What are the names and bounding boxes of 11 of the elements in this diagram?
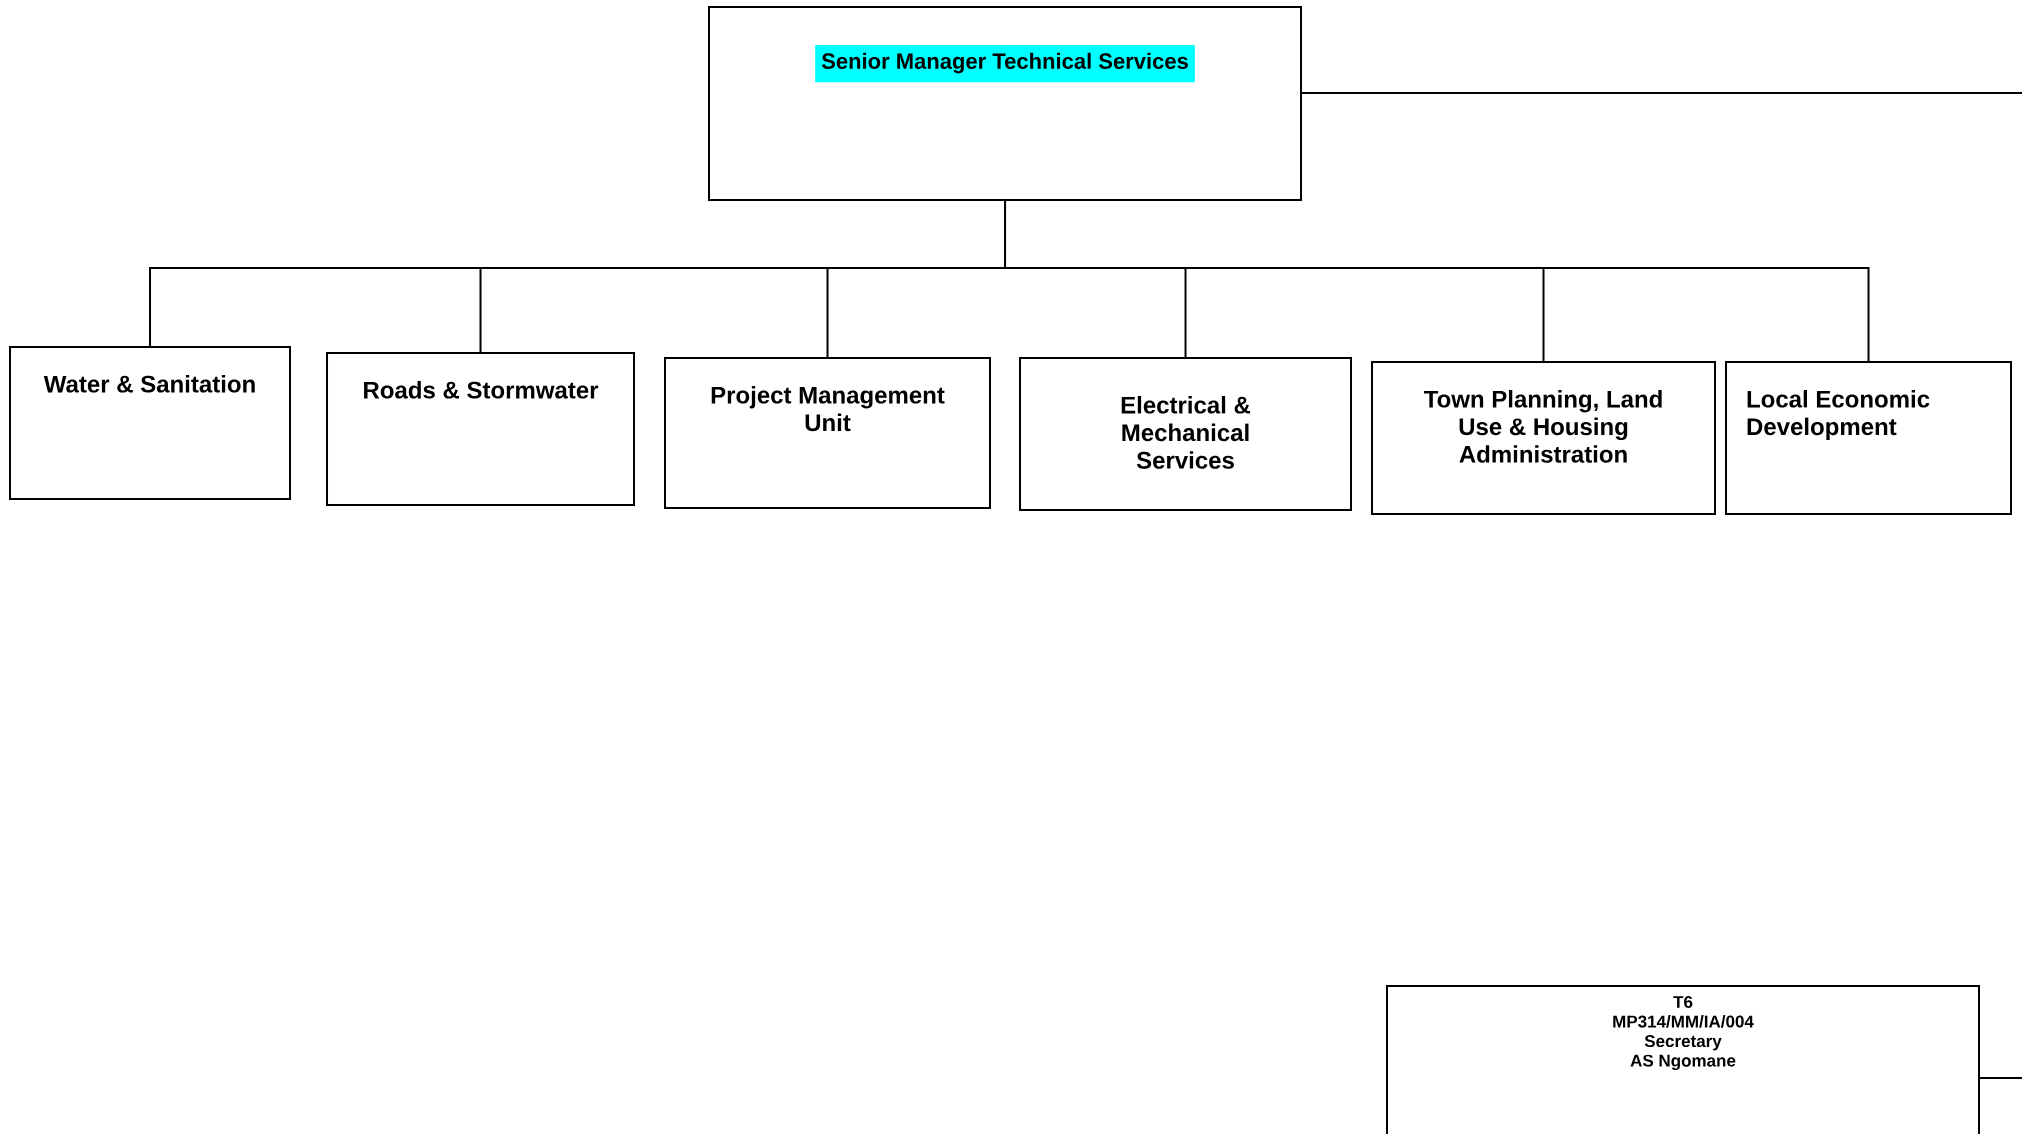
unit-box: Electrical & Mechanical Services [1019,357,1352,511]
unit-box: Project Management Unit [664,357,991,509]
connector-line [1979,1077,2022,1079]
unit-box: Senior Manager Technical Services [708,6,1302,201]
unit-box: T6 MP314/MM/IA/004 Secretary AS Ngomane [1386,985,1980,1134]
unit-box: Roads & Stormwater [326,352,635,506]
connector-line [1004,200,1870,362]
connector-line [1301,92,2022,94]
unit-box: Water & Sanitation [9,346,291,500]
unit-box: Town Planning, Land Use & Housing Administration [1371,361,1716,515]
unit-box: Local Economic Development [1725,361,2012,515]
